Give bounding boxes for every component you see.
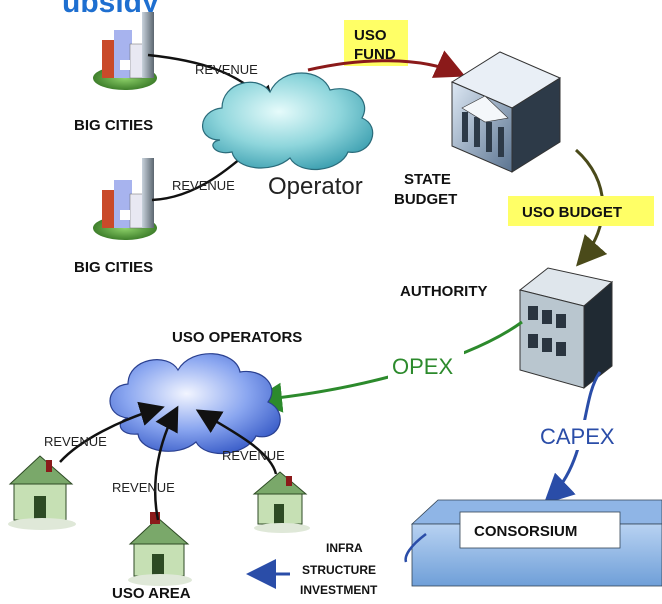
revenue-label-house-left: REVENUE xyxy=(44,434,107,449)
uso-area-label: USO AREA xyxy=(112,585,191,602)
uso-fund-label-line1: USO xyxy=(354,27,387,44)
state-budget-label-bg xyxy=(398,166,468,212)
uso-budget-label: USO BUDGET xyxy=(522,204,622,221)
consortium-panel-icon xyxy=(410,499,662,587)
revenue-arrow-house-right xyxy=(195,409,278,475)
house-icon xyxy=(252,471,310,533)
uso-fund-tag xyxy=(344,20,408,66)
revenue-label-house-mid: REVENUE xyxy=(112,480,175,495)
uso-budget-tag xyxy=(508,196,654,226)
cloud-icon xyxy=(109,353,281,455)
big-cities-label-1: BIG CITIES xyxy=(74,117,153,134)
house-icon xyxy=(128,512,192,586)
office-building-icon xyxy=(518,267,614,390)
revenue-arrow-house-left xyxy=(59,401,165,463)
state-budget-label-line1: STATE xyxy=(404,171,451,188)
uso-fund-label-line2: FUND xyxy=(354,46,396,63)
revenue-label-city-1: REVENUE xyxy=(195,62,258,77)
infra-connector xyxy=(404,533,427,563)
capex-label-bg xyxy=(536,420,632,450)
infra-label-line3: INVESTMENT xyxy=(300,583,378,597)
capex-label: CAPEX xyxy=(540,424,615,449)
house-icon xyxy=(8,455,76,530)
operator-label: Operator xyxy=(268,173,363,200)
state-budget-label-line2: BUDGET xyxy=(394,191,457,208)
city-icon xyxy=(93,12,157,90)
big-cities-label-2: BIG CITIES xyxy=(74,259,153,276)
revenue-label-house-right: REVENUE xyxy=(222,448,285,463)
city-icon xyxy=(93,158,157,240)
revenue-arrow-house-mid xyxy=(153,405,179,521)
consortium-label: CONSORSIUM xyxy=(474,523,577,540)
infra-label-line2: STRUCTURE xyxy=(302,563,376,577)
revenue-label-city-2: REVENUE xyxy=(172,178,235,193)
infra-label-line1: INFRA xyxy=(326,541,363,555)
bank-building-icon xyxy=(450,51,562,173)
opex-label: OPEX xyxy=(392,354,453,379)
title-fragment: ubsidy xyxy=(62,0,159,19)
opex-label-bg xyxy=(388,350,464,380)
uso-fund-arrow xyxy=(307,50,466,78)
uso-operators-label: USO OPERATORS xyxy=(172,329,302,346)
cloud-icon xyxy=(202,72,374,171)
authority-label: AUTHORITY xyxy=(400,283,488,300)
